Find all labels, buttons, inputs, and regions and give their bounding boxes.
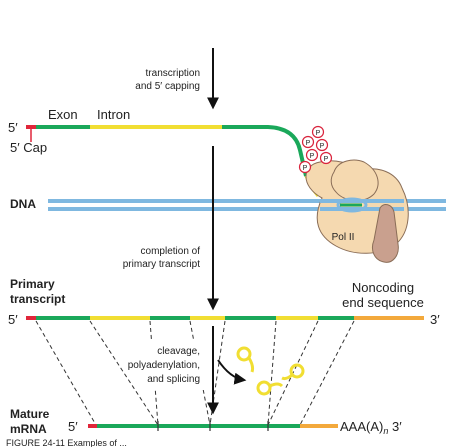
lariat-icon — [256, 380, 284, 396]
completion-label-line1: completion of — [141, 246, 201, 257]
polya-tail-label: AAA(A)n 3′ — [340, 419, 402, 436]
excised-lariats — [236, 346, 305, 396]
ctd-phosphates: P P P P P P — [298, 125, 333, 174]
cleavage-label-line1: cleavage, — [157, 346, 200, 357]
phospho-circle: P — [305, 148, 319, 162]
five-prime-label-top: 5′ — [8, 120, 18, 135]
pol-ii-lobe — [330, 159, 379, 201]
svg-text:P: P — [324, 156, 329, 163]
phospho-circle: P — [301, 135, 315, 149]
caption-fragment: FIGURE 24-11 Examples of ... — [6, 438, 127, 447]
five-prime-cap-label: 5′ Cap — [10, 140, 47, 155]
transcription-bubble — [336, 197, 368, 213]
five-prime-mature: 5′ — [68, 419, 78, 434]
mature-mrna-label-line1: Mature — [10, 407, 50, 421]
phospho-circle: P — [298, 160, 312, 174]
exon-label: Exon — [48, 107, 78, 122]
primary-transcript-label-line2: transcript — [10, 292, 65, 306]
intron-label: Intron — [97, 107, 130, 122]
svg-text:P: P — [303, 165, 308, 172]
phospho-circle: P — [311, 125, 325, 139]
mature-junction-ticks — [157, 421, 269, 431]
noncoding-label-line1: Noncoding — [352, 280, 414, 295]
svg-text:P: P — [320, 143, 325, 150]
primary-transcript-label-line1: Primary — [10, 277, 55, 291]
five-prime-primary: 5′ — [8, 312, 18, 327]
pol-ii-label: Pol II — [332, 232, 355, 243]
transcription-label-line2: and 5′ capping — [135, 81, 200, 92]
svg-text:P: P — [316, 130, 321, 137]
dna-label: DNA — [10, 197, 36, 211]
lariat-icon — [281, 363, 305, 381]
three-prime-primary: 3′ — [430, 312, 440, 327]
phospho-circle: P — [319, 151, 333, 165]
lariat-icon — [236, 346, 255, 373]
noncoding-label-line2: end sequence — [342, 295, 424, 310]
completion-label-line2: primary transcript — [123, 259, 200, 270]
cleavage-label-line2: polyadenylation, — [128, 360, 200, 371]
mature-mrna-label-line2: mRNA — [10, 422, 47, 436]
svg-text:P: P — [310, 153, 315, 160]
pol-ii-subunit — [371, 204, 399, 263]
cleavage-label-line3: and splicing — [147, 374, 200, 385]
phospho-circle: P — [315, 138, 329, 152]
excision-arrow — [217, 359, 247, 385]
transcription-label-line1: transcription — [146, 68, 200, 79]
cleavage-label-bg — [150, 340, 208, 390]
svg-text:P: P — [306, 140, 311, 147]
nascent-exon-2 — [222, 125, 308, 177]
